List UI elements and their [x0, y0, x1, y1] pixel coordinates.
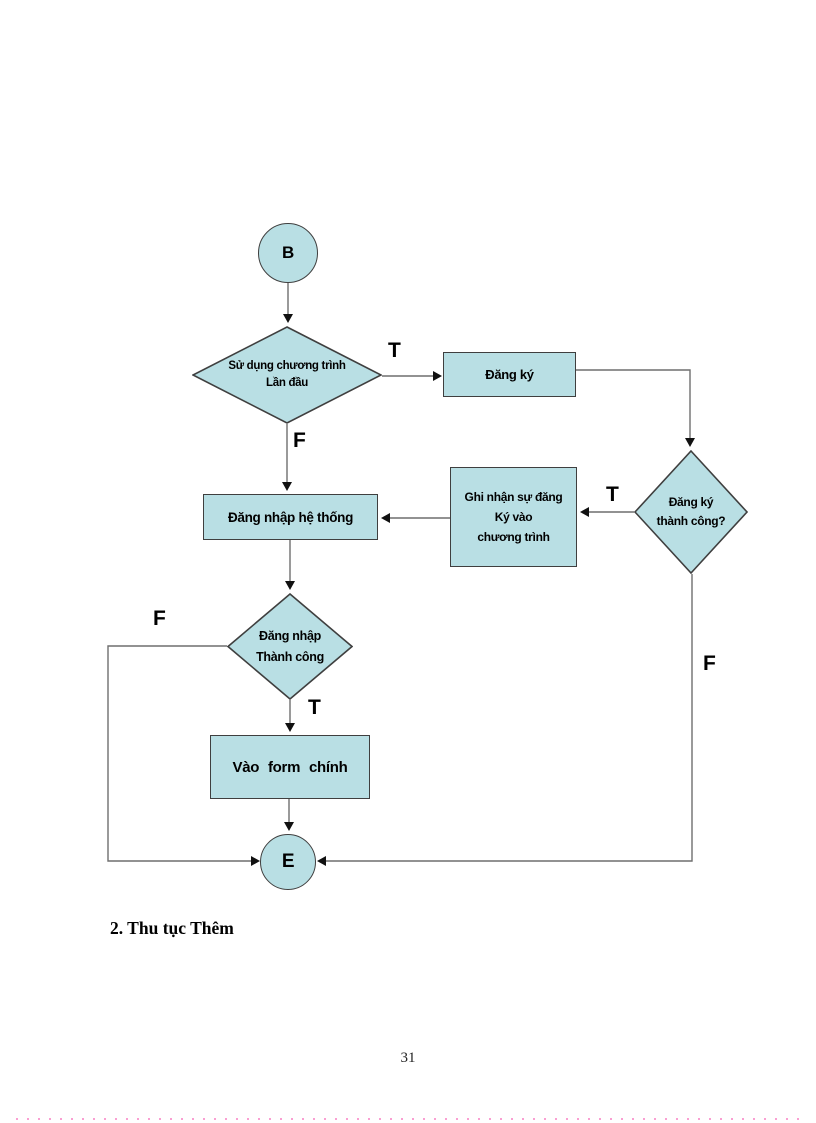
node-label: B	[282, 243, 294, 262]
node-end-terminator: E	[260, 834, 316, 890]
node-label: Ghi nhận sự đăng Ký vào chương trình	[464, 490, 563, 544]
arrowhead-left-icon	[317, 856, 326, 866]
arrowhead-down-icon	[685, 438, 695, 447]
diamond-shape	[192, 326, 382, 424]
arrowhead-right-icon	[433, 371, 442, 381]
arrowhead-left-icon	[580, 507, 589, 517]
process-main-form: Vào form chính	[210, 735, 370, 799]
page-number: 31	[400, 1050, 416, 1066]
process-record-registration: Ghi nhận sự đăng Ký vào chương trình	[450, 467, 577, 567]
node-label: E	[281, 851, 295, 872]
arrowhead-down-icon	[283, 314, 293, 323]
node-begin-terminator: B	[258, 223, 318, 283]
decision-register-success: Đăng ký thành công?	[634, 450, 748, 574]
process-login-system: Đăng nhập hệ thống	[203, 494, 378, 540]
node-label: Đăng nhập hệ thống	[227, 509, 354, 525]
edge-label-register-success-true: T	[606, 483, 619, 506]
arrowhead-right-icon	[251, 856, 260, 866]
decision-login-success: Đăng nhập Thành công	[227, 593, 353, 700]
diamond-shape	[227, 593, 353, 700]
section-heading: 2. Thu tục Thêm	[110, 918, 234, 938]
edge-label-login-success-true: T	[308, 696, 321, 719]
decision-first-use: Sử dụng chương trình Lần đầu	[192, 326, 382, 424]
edge-register-success-false	[325, 574, 693, 862]
edge-register-to-success	[576, 369, 691, 440]
edge-label-first-use-true: T	[388, 339, 401, 362]
arrowhead-left-icon	[381, 513, 390, 523]
page-break-indicator	[16, 1118, 808, 1120]
process-register: Đăng ký	[443, 352, 576, 397]
node-label: Đăng ký thành công?	[656, 495, 726, 528]
arrowhead-down-icon	[284, 822, 294, 831]
edge-label-first-use-false: F	[293, 429, 306, 452]
edge-login-success-false	[107, 645, 252, 862]
edge-label-register-success-false: F	[703, 652, 716, 675]
node-label: Vào form chính	[232, 758, 348, 776]
node-label: Sử dụng chương trình Lần đầu	[228, 360, 346, 389]
arrowhead-down-icon	[282, 482, 292, 491]
edge-label-login-success-false: F	[153, 607, 166, 630]
node-label: Đăng ký	[485, 367, 534, 382]
arrowhead-down-icon	[285, 581, 295, 590]
diamond-shape	[634, 450, 748, 574]
arrowhead-down-icon	[285, 723, 295, 732]
node-label: Đăng nhập Thành công	[256, 628, 324, 664]
